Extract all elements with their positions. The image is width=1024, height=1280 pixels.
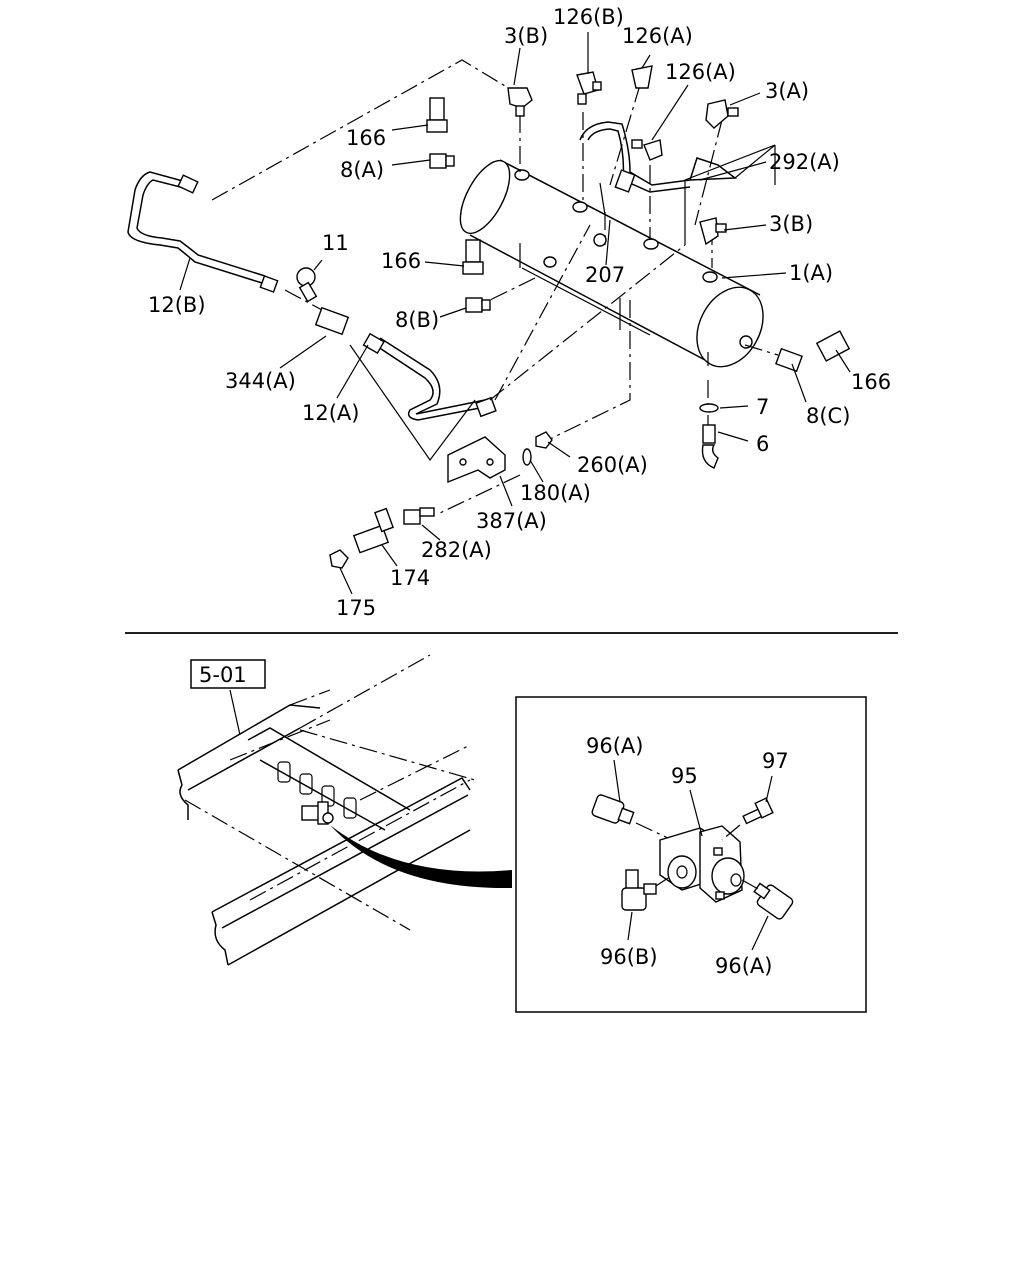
callout-260a: 260(A): [577, 453, 648, 477]
callout-96a-right: 96(A): [715, 954, 772, 978]
callout-3a: 3(A): [765, 79, 809, 103]
callout-11: 11: [322, 231, 349, 255]
callout-282a: 282(A): [421, 538, 492, 562]
elbow-3a: [705, 99, 729, 129]
pipe-12b: [127, 171, 279, 293]
guide-lines: [211, 59, 779, 514]
lower-section: 5-01: [177, 654, 867, 1013]
callout-166-mid: 166: [381, 249, 421, 273]
switch-166-mid: [465, 239, 481, 263]
callout-207: 207: [585, 263, 625, 287]
bolt-97: [742, 797, 774, 825]
valve-body-95: [659, 825, 745, 903]
fitting-96b: [621, 869, 657, 911]
fittings: [296, 65, 851, 569]
callout-166-right: 166: [851, 370, 891, 394]
callout-166-top: 166: [346, 126, 386, 150]
callout-8c: 8(C): [806, 404, 850, 428]
callout-126a-upper: 126(A): [622, 24, 693, 48]
elbow-3b-top: [507, 87, 533, 109]
callout-174: 174: [390, 566, 430, 590]
nut-260a: [535, 431, 553, 449]
callout-96b: 96(B): [600, 945, 658, 969]
callout-8b: 8(B): [395, 308, 439, 332]
callout-8a: 8(A): [340, 158, 384, 182]
bracket-387a: [447, 436, 506, 484]
connector-8a: [429, 153, 447, 169]
washer-7: [699, 403, 719, 413]
washer-180a: [522, 448, 532, 466]
callout-97: 97: [762, 749, 789, 773]
callout-175: 175: [336, 596, 376, 620]
fitting-96a-left: [591, 794, 635, 825]
callout-7: 7: [756, 395, 769, 419]
callout-180a: 180(A): [520, 481, 591, 505]
detail-valve-assembly: 96(A) 95 97 96(B) 96(A): [586, 734, 794, 978]
callout-126b: 126(B): [553, 5, 624, 29]
elbow-3b-right: [699, 217, 719, 246]
callout-labels: 126(B) 126(A) 3(B) 126(A) 3(A) 166 8(A) …: [148, 5, 891, 620]
cock-174: [352, 524, 390, 554]
air-tank: [459, 159, 764, 368]
callout-95: 95: [671, 764, 698, 788]
switch-166-right: [815, 330, 851, 362]
callout-96a-left: 96(A): [586, 734, 643, 758]
joint-344a: [314, 306, 350, 336]
callout-6: 6: [756, 432, 769, 456]
reference-box-label: 5-01: [199, 663, 247, 687]
bolt-282a: [403, 509, 421, 525]
callout-1a: 1(A): [789, 261, 833, 285]
callout-292a: 292(A): [769, 150, 840, 174]
nut-175: [329, 549, 349, 569]
fitting-96a-right: [753, 882, 794, 920]
callout-126a-mid: 126(A): [665, 60, 736, 84]
detail-pointer: [330, 825, 512, 889]
pipe-292a: [579, 121, 738, 193]
callout-344a: 344(A): [225, 369, 296, 393]
pipe-12a: [362, 332, 497, 421]
connector-8b: [465, 297, 483, 313]
reference-box: [190, 659, 266, 689]
callout-3b-top: 3(B): [504, 24, 548, 48]
chassis-frame: [177, 654, 512, 966]
clamp-207: [593, 233, 607, 247]
callout-387a: 387(A): [476, 509, 547, 533]
elbow-126a-upper: [631, 65, 653, 89]
switch-166-top: [429, 97, 445, 121]
upper-assembly: 126(B) 126(A) 3(B) 126(A) 3(A) 166 8(A) …: [127, 5, 891, 620]
callout-12a: 12(A): [302, 401, 359, 425]
callout-12b: 12(B): [148, 293, 206, 317]
leader-lines: [179, 32, 851, 595]
connector-8c: [775, 347, 803, 373]
elbow-126a-mid: [643, 139, 663, 161]
drain-cock-6: [702, 424, 716, 444]
callout-3b-right: 3(B): [769, 212, 813, 236]
